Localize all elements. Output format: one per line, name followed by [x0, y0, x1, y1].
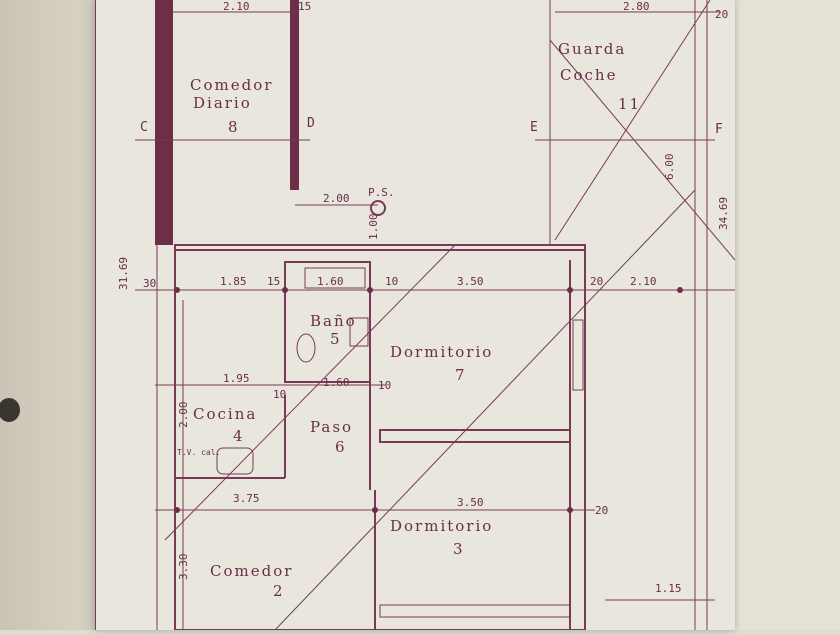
comedor-diario-label: Comedor [190, 76, 273, 94]
bano-sink [349, 317, 369, 347]
toilet [296, 333, 316, 363]
cocina-name: Cocina [193, 405, 258, 423]
diagonal-right [274, 189, 696, 631]
section-marker-f: F [715, 122, 724, 137]
cocina-number: 4 [233, 427, 245, 445]
tick-dot [174, 507, 180, 513]
bano-name: Baño [310, 312, 357, 330]
dim-cocina-200: 2.00 [177, 401, 190, 429]
dim-row-185: 1.85 [220, 275, 247, 288]
dim-row-160: 1.60 [317, 275, 344, 288]
wall-paso [379, 429, 571, 443]
paso-number: 6 [335, 438, 347, 456]
dim-mid-10b: 10 [378, 379, 392, 392]
bano-number: 5 [330, 330, 342, 348]
dormitorio-7-number: 7 [455, 366, 467, 384]
bathtub [304, 267, 366, 289]
desk-surface-left [0, 0, 95, 630]
dim-row-350: 3.50 [457, 275, 484, 288]
dim-top-far-right: 20 [715, 8, 729, 21]
dim-mid-160: 1.60 [323, 376, 350, 389]
dim-low-375: 3.75 [233, 492, 260, 505]
dim-bottom-330: 3.30 [177, 553, 190, 581]
comedor-diario-label-2: Diario [193, 94, 252, 112]
tick-dot [567, 507, 573, 513]
dim-top-right: 2.80 [623, 0, 650, 13]
tick-dot [282, 287, 288, 293]
dim-row-20: 20 [590, 275, 604, 288]
tick-dot [174, 287, 180, 293]
dim-left-vertical: 31.69 [117, 256, 130, 290]
window-dormitorio-3 [379, 604, 571, 618]
dim-right-vertical: 34.69 [717, 196, 730, 230]
comedor-name: Comedor [210, 562, 294, 580]
comedor-diario-number: 8 [228, 118, 240, 136]
cocina-stove [216, 447, 254, 475]
garage-diagonal-1 [549, 39, 736, 261]
punch-hole [0, 398, 20, 422]
tick-dot [567, 287, 573, 293]
floor-plan-sheet: Comedor Diario 8 Guarda Coche 11 Baño 5 … [94, 0, 736, 631]
section-marker-c: C [140, 120, 149, 135]
ps-marker-circle [370, 200, 386, 216]
dim-top-left-15: 15 [298, 0, 312, 13]
wall-comedor-diario-right [290, 0, 299, 190]
adjacent-sheet [735, 0, 840, 630]
paso-name: Paso [310, 418, 354, 436]
floor-plan-drawing [94, 0, 736, 631]
tick-dot [677, 287, 683, 293]
guarda-coche-number: 11 [618, 95, 642, 113]
dim-top-left: 2.10 [223, 0, 250, 13]
diagonal-left [164, 244, 456, 541]
dim-ps-label: P.S. [368, 186, 395, 199]
dim-garage-600: 6.00 [663, 153, 676, 181]
guarda-coche-name-2: Coche [560, 66, 618, 84]
section-marker-d: D [307, 116, 316, 131]
comedor-diario-name-1: Comedor [190, 76, 274, 94]
comedor-number: 2 [273, 582, 285, 600]
dormitorio-7-name: Dormitorio [390, 343, 494, 361]
dormitorio-3-number: 3 [453, 540, 465, 558]
dimension-ticks [174, 287, 683, 513]
dormitorio-3-name: Dormitorio [390, 517, 494, 535]
dim-low-20: 20 [595, 504, 609, 517]
section-marker-e: E [530, 120, 539, 135]
tv-note: T.V. cal. [177, 448, 221, 457]
dim-row-15: 15 [267, 275, 281, 288]
dim-ps-height: 1.00 [367, 213, 380, 241]
dim-ps-width: 2.00 [323, 192, 350, 205]
wall-comedor-diario-left [155, 0, 173, 245]
dim-row-210: 2.10 [630, 275, 657, 288]
tick-dot [372, 507, 378, 513]
dim-mid-10a: 10 [273, 388, 287, 401]
dim-low-350: 3.50 [457, 496, 484, 509]
guarda-coche-name-1: Guarda [558, 40, 627, 58]
dim-row-30: 30 [143, 277, 157, 290]
comedor-diario-name-2: Diario [193, 94, 252, 112]
garage-diagonal-2 [554, 0, 711, 241]
dim-bottom-115: 1.15 [655, 582, 682, 595]
dim-row-10: 10 [385, 275, 399, 288]
tick-dot [367, 287, 373, 293]
window-dormitorio-7 [572, 319, 584, 391]
dim-mid-195: 1.95 [223, 372, 250, 385]
